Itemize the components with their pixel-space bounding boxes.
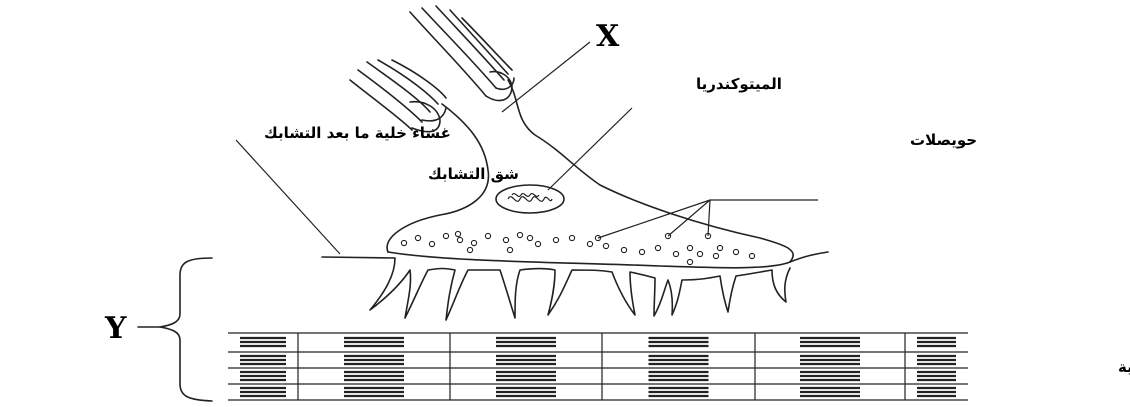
- brace-y: [138, 258, 212, 401]
- myelin-sheath-top: [410, 6, 514, 101]
- vesicle: [569, 235, 574, 240]
- label-y: Y: [104, 311, 127, 346]
- vesicle: [415, 235, 420, 240]
- muscle-fibrils: [228, 333, 968, 400]
- vesicle: [485, 233, 490, 238]
- vesicle: [639, 249, 644, 254]
- vesicle: [455, 231, 460, 236]
- vesicle: [749, 253, 754, 258]
- vesicle: [621, 247, 626, 252]
- vesicle: [687, 245, 692, 250]
- vesicle: [503, 237, 508, 242]
- label-vesicles: حويصلات: [910, 131, 977, 149]
- vesicle: [733, 249, 738, 254]
- vesicle: [687, 259, 692, 264]
- label-muscle-fibrils: لييفات عضلية: [1118, 358, 1130, 376]
- leader-lines: [236, 42, 818, 254]
- vesicle: [697, 251, 702, 256]
- vesicle: [517, 232, 522, 237]
- vesicle: [713, 253, 718, 258]
- vesicle: [443, 233, 448, 238]
- postsynaptic-membrane-shape: [322, 252, 828, 320]
- vesicle: [535, 241, 540, 246]
- vesicle: [471, 240, 476, 245]
- vesicle: [457, 237, 462, 242]
- myelin-sheath-left: [350, 60, 446, 132]
- leader-membrane: [236, 140, 340, 254]
- vesicle: [587, 241, 592, 246]
- vesicle: [507, 247, 512, 252]
- label-mitochondria: الميتوكندريا: [696, 75, 782, 93]
- vesicle: [467, 247, 472, 252]
- leader-x: [502, 42, 590, 112]
- vesicle: [603, 243, 608, 248]
- label-synaptic-cleft: شق التشابك: [428, 165, 519, 183]
- vesicle: [655, 245, 660, 250]
- label-postsynaptic-membrane: غشاء خلية ما بعد التشابك: [264, 124, 451, 142]
- label-x: X: [596, 19, 620, 54]
- vesicle: [717, 245, 722, 250]
- synaptic-vesicles: [401, 231, 754, 264]
- vesicle: [429, 241, 434, 246]
- vesicle: [527, 235, 532, 240]
- vesicle: [553, 237, 558, 242]
- mitochondrion: [496, 185, 564, 213]
- vesicle: [401, 240, 406, 245]
- vesicle: [673, 251, 678, 256]
